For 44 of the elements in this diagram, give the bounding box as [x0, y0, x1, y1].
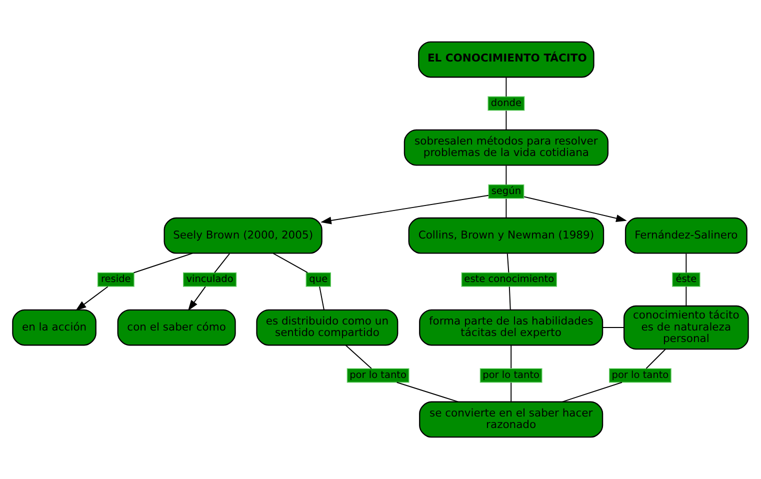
connector: [510, 344, 512, 369]
node-box: por lo tanto: [480, 368, 542, 383]
node-box: se convierte en el saber hacer razonado: [419, 401, 604, 438]
arrow: [188, 286, 206, 311]
connector: [345, 344, 372, 369]
connector: [686, 286, 687, 306]
connector: [646, 348, 666, 369]
arrow: [75, 286, 108, 311]
node-box: según: [488, 184, 524, 199]
connector: [562, 382, 622, 402]
node-box: vinculado: [183, 272, 237, 287]
connector: [510, 382, 512, 402]
connector: [272, 252, 308, 274]
node-box: este conocimiento: [461, 272, 557, 287]
node-box: donde: [488, 96, 525, 111]
node-box: éste: [672, 272, 700, 287]
node-box: reside: [97, 272, 134, 287]
connector: [506, 253, 510, 274]
arrow: [524, 196, 627, 222]
connector: [133, 252, 193, 274]
connector: [506, 198, 507, 218]
connector: [396, 382, 459, 402]
connector: [602, 327, 624, 328]
node-box: conocimiento tácito es de naturaleza personal: [623, 305, 749, 350]
node-box: con el saber cómo: [117, 309, 236, 346]
node-box: forma parte de las habilidades tácitas del experto: [419, 309, 604, 346]
node-box: EL CONOCIMIENTO TÁCITO: [418, 41, 594, 78]
connector: [506, 110, 507, 130]
node-box: por lo tanto: [609, 368, 672, 383]
connector: [506, 165, 507, 186]
connector: [508, 286, 511, 310]
node-box: por lo tanto: [346, 368, 410, 383]
connector: [319, 286, 324, 310]
node-box: en la acción: [12, 309, 96, 346]
arrow: [320, 194, 489, 224]
node-box: que: [306, 272, 331, 287]
connector: [214, 253, 230, 274]
node-box: Seely Brown (2000, 2005): [164, 217, 322, 254]
connector: [506, 77, 507, 98]
node-box: Fernández-Salinero: [624, 217, 748, 254]
node-box: es distribuido como un sentido compartido: [256, 309, 398, 346]
node-box: Collins, Brown y Newman (1989): [408, 217, 604, 254]
connector: [686, 253, 687, 274]
node-box: sobresalen métodos para resolver problemas de la vida cotidiana: [404, 129, 608, 166]
